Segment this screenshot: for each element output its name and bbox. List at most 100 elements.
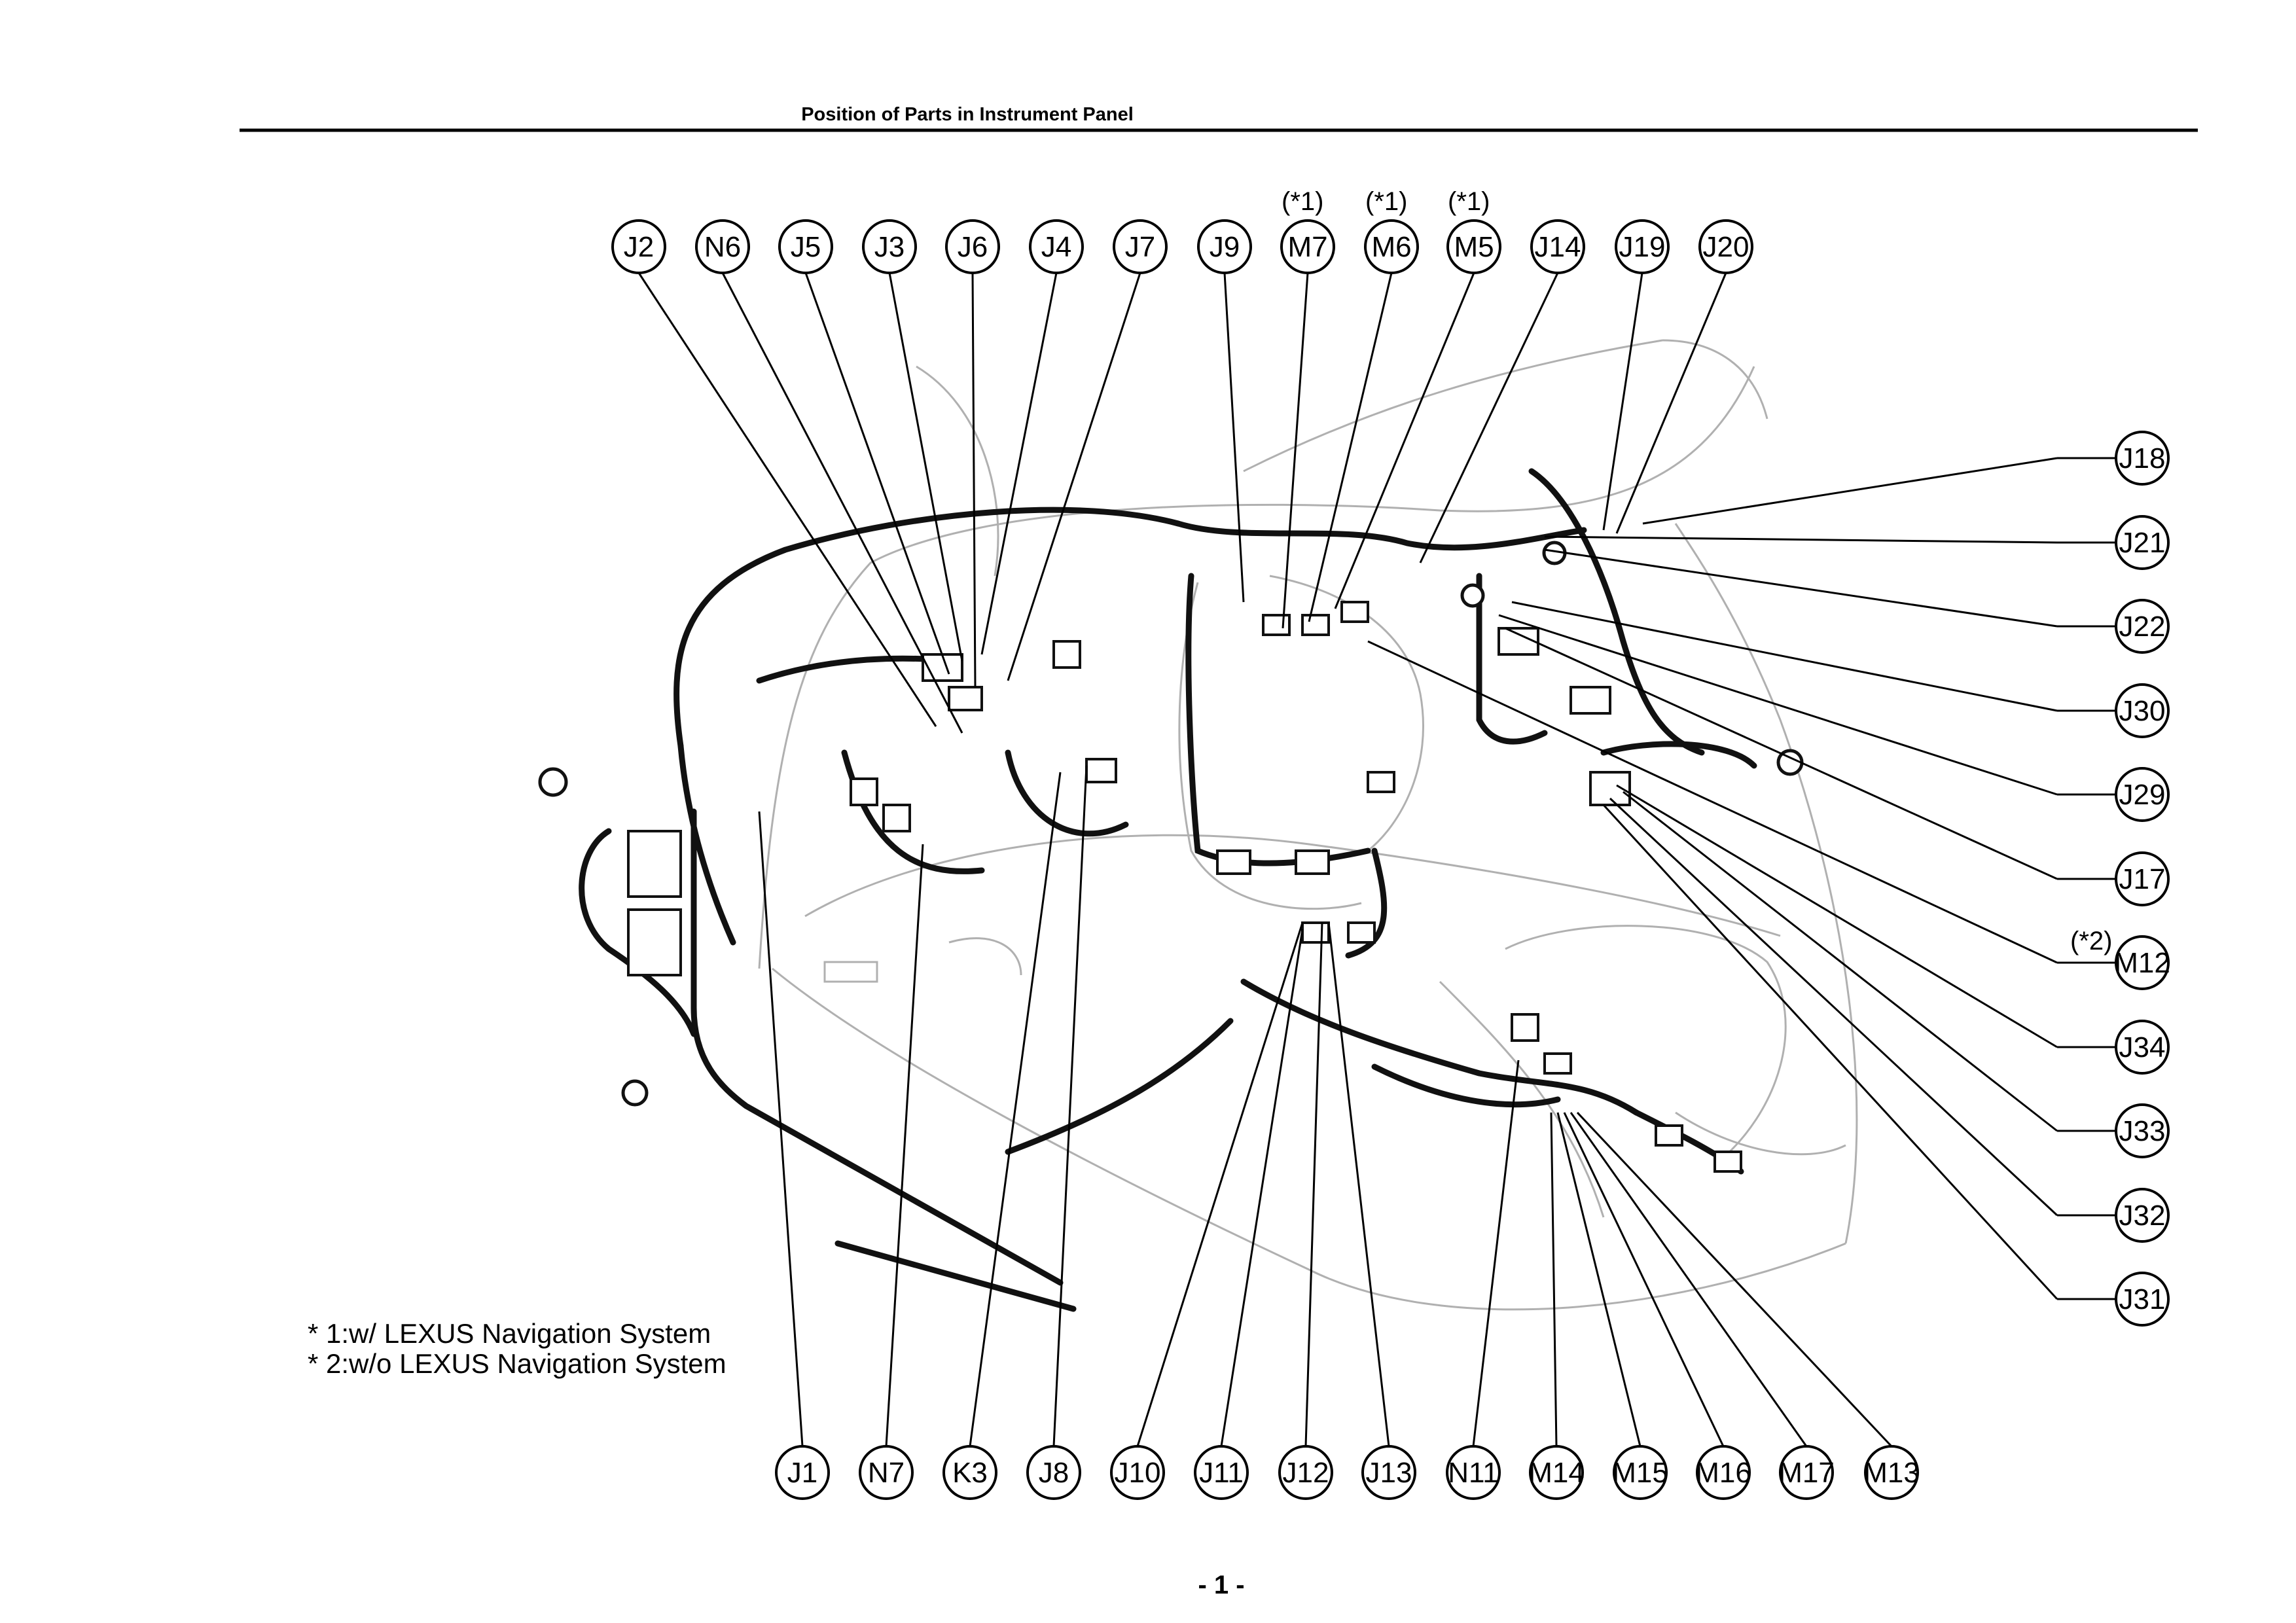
callout-j4: J4 <box>1029 219 1084 274</box>
leader-line-j8 <box>1052 765 1088 1447</box>
leader-line-j21 <box>1544 535 2058 544</box>
callout-circle-j30 <box>2115 683 2170 738</box>
callout-label-m12: M12 <box>2114 947 2170 979</box>
callout-circle-m15 <box>1613 1445 1668 1500</box>
callout-j20: J20 <box>1698 219 1753 274</box>
callout-label-j34: J34 <box>2119 1031 2166 1063</box>
callout-circle-j17 <box>2115 851 2170 906</box>
callout-m12: M12(*2) <box>2070 927 2170 990</box>
callout-circle-j14 <box>1530 219 1585 274</box>
leader-line-m5 <box>1334 272 1475 609</box>
callout-j9: J9 <box>1197 219 1252 274</box>
callout-label-j4: J4 <box>1041 231 1071 263</box>
callout-label-m15: M15 <box>1612 1457 1668 1489</box>
callout-label-n6: N6 <box>704 231 741 263</box>
leader-line-m7 <box>1282 272 1309 629</box>
callout-label-j12: J12 <box>1283 1457 1329 1489</box>
callout-j21: J21 <box>2115 515 2170 570</box>
page-number: - 1 - <box>1198 1571 1244 1599</box>
leader-line-j14 <box>1419 272 1559 563</box>
callout-label-m6: M6 <box>1371 231 1411 263</box>
callout-label-j3: J3 <box>874 231 905 263</box>
callout-j1: J1 <box>775 1445 830 1500</box>
footnote-1: * 1:w/ LEXUS Navigation System <box>308 1318 711 1349</box>
callout-label-j20: J20 <box>1703 231 1749 263</box>
callout-j32: J32 <box>2115 1188 2170 1243</box>
callout-circle-j21 <box>2115 515 2170 570</box>
callout-label-j18: J18 <box>2119 442 2166 474</box>
callout-label-j5: J5 <box>791 231 821 263</box>
vehicle-outline <box>758 339 1858 1311</box>
leader-line-j31 <box>1602 804 2058 1300</box>
leader-line-j18 <box>1642 457 2058 525</box>
callout-circle-j33 <box>2115 1103 2170 1158</box>
callout-label-j31: J31 <box>2119 1283 2166 1315</box>
leader-line-m6 <box>1308 272 1393 622</box>
callout-label-j29: J29 <box>2119 779 2166 811</box>
page-title: Position of Parts in Instrument Panel <box>801 104 1134 125</box>
leader-line-m16 <box>1563 1112 1725 1447</box>
leader-line-j17 <box>1505 627 2058 880</box>
callout-label-j21: J21 <box>2119 527 2166 559</box>
callout-circle-j31 <box>2115 1272 2170 1327</box>
callout-circle-m12 <box>2115 935 2170 990</box>
callout-j10: J10 <box>1110 1445 1165 1500</box>
callout-label-m5: M5 <box>1454 231 1494 263</box>
leader-line-j4 <box>980 272 1058 655</box>
callout-label-j19: J19 <box>1619 231 1666 263</box>
callout-label-j1: J1 <box>787 1457 817 1489</box>
leader-line-m17 <box>1570 1112 1808 1447</box>
callout-m6: M6 (*1) <box>1364 187 1419 274</box>
callout-label-j11: J11 <box>1199 1457 1244 1489</box>
callout-label-j10: J10 <box>1115 1457 1161 1489</box>
leader-line-n7 <box>885 844 924 1447</box>
callout-label-j13: J13 <box>1366 1457 1412 1489</box>
callout-m13: M13 <box>1863 1445 1920 1500</box>
callout-m5: M5(*1) <box>1446 187 1501 274</box>
callout-j12: J12 <box>1278 1445 1333 1500</box>
callout-label-m14: M14 <box>1528 1457 1585 1489</box>
leader-line-j6 <box>971 272 977 688</box>
leader-lines <box>637 272 2116 1448</box>
callout-circle-j22 <box>2115 599 2170 654</box>
callout-j14: J14 <box>1530 219 1585 274</box>
leader-line-j1 <box>758 811 804 1447</box>
callout-circle-m16 <box>1696 1445 1751 1500</box>
callout-note-m6: (*1) <box>1365 187 1407 216</box>
callout-circle-j1 <box>775 1445 830 1500</box>
leader-line-j19 <box>1602 272 1643 531</box>
leader-line-j11 <box>1220 929 1304 1447</box>
callout-label-j32: J32 <box>2119 1200 2166 1232</box>
callout-j2: J2 <box>611 219 666 274</box>
leader-line-m12 <box>1367 640 2058 964</box>
callout-label-j33: J33 <box>2119 1115 2166 1147</box>
callout-label-n11: N11 <box>1448 1457 1498 1489</box>
callout-j13: J13 <box>1361 1445 1416 1500</box>
leader-line-j34 <box>1616 784 2058 1048</box>
callout-m7: M7(*1) <box>1280 187 1335 274</box>
callout-j31: J31 <box>2115 1272 2170 1327</box>
leader-line-m13 <box>1576 1111 1893 1448</box>
callout-j18: J18 <box>2115 431 2170 486</box>
callout-label-j6: J6 <box>958 231 988 263</box>
callout-circle-j4 <box>1029 219 1084 274</box>
callout-circle-j29 <box>2115 767 2170 822</box>
leader-line-n6 <box>721 272 963 734</box>
callout-circle-m5 <box>1446 219 1501 274</box>
callout-j6: J6 <box>945 219 1000 274</box>
callout-circle-j5 <box>778 219 833 274</box>
callout-label-j9: J9 <box>1210 231 1240 263</box>
callout-j3: J3 <box>862 219 917 274</box>
connector-blocks <box>627 601 1742 1173</box>
callout-j19: J19 <box>1615 219 1670 274</box>
callout-j22: J22 <box>2115 599 2170 654</box>
callout-circle-j2 <box>611 219 666 274</box>
callout-circle-m14 <box>1529 1445 1584 1500</box>
grommets <box>538 541 1804 1107</box>
callout-circle-m13 <box>1864 1445 1919 1500</box>
callout-circle-j10 <box>1110 1445 1165 1500</box>
callout-label-j17: J17 <box>2119 863 2166 895</box>
callout-n11: N11 <box>1446 1445 1501 1500</box>
callout-j30: J30 <box>2115 683 2170 738</box>
